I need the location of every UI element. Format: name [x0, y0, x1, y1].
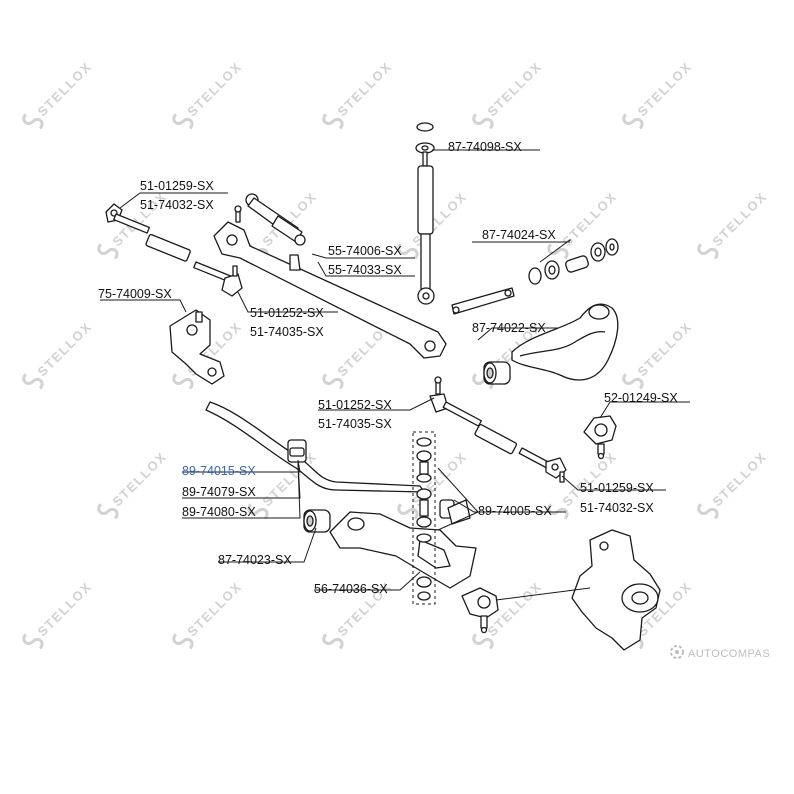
- autocompas-brand: AUTOCOMPAS: [688, 648, 771, 660]
- lower-arm-bushing: [303, 509, 331, 533]
- watermark-tile: STELLOX: [697, 449, 770, 520]
- watermark-tile: STELLOX: [697, 189, 770, 260]
- tie-rod-end-left: [105, 203, 243, 297]
- watermark-s-mark: [22, 373, 44, 390]
- watermark-tile: STELLOX: [622, 59, 695, 130]
- part-label-51-01252-top[interactable]: 51-01252-SX: [250, 306, 324, 320]
- watermark-s-mark: [547, 503, 569, 520]
- part-label-87-74022[interactable]: 87-74022-SX: [472, 321, 546, 335]
- watermark-s-mark: [397, 243, 419, 260]
- part-label-56-74036[interactable]: 56-74036-SX: [314, 582, 388, 596]
- watermark-tile: STELLOX: [172, 59, 245, 130]
- part-label-51-01252-mid[interactable]: 51-01252-SX: [318, 398, 392, 412]
- stabilizer-link-kit: [412, 431, 436, 605]
- bushing-kit: [528, 238, 619, 285]
- upper-arm-bushing: [483, 361, 511, 385]
- part-label-55-74033[interactable]: 55-74033-SX: [328, 263, 402, 277]
- watermark-tile: STELLOX: [172, 579, 245, 650]
- idler-arm: [169, 309, 225, 385]
- watermark-s-mark: [172, 113, 194, 130]
- watermark-s-mark: [22, 633, 44, 650]
- tie-rod-right: [429, 376, 567, 483]
- part-label-89-74079[interactable]: 89-74079-SX: [182, 485, 256, 499]
- watermark-text: STELLOX: [34, 319, 94, 379]
- cross-shaft: [451, 287, 515, 315]
- watermark-s-mark: [472, 113, 494, 130]
- watermark-text: STELLOX: [334, 59, 394, 119]
- watermark-text: STELLOX: [634, 319, 694, 379]
- upper-control-arm: [511, 303, 619, 381]
- watermark-s-mark: [22, 113, 44, 130]
- watermark-text: STELLOX: [184, 579, 244, 639]
- watermark-tile: STELLOX: [22, 579, 95, 650]
- part-label-51-74035-top[interactable]: 51-74035-SX: [250, 325, 324, 339]
- watermark-s-mark: [622, 113, 644, 130]
- watermark-s-mark: [697, 243, 719, 260]
- steering-knuckle: [571, 529, 661, 651]
- stabilizer-bar: [205, 401, 425, 493]
- watermark-tile: STELLOX: [22, 319, 95, 390]
- watermark-s-mark: [172, 373, 194, 390]
- watermark-s-mark: [172, 633, 194, 650]
- part-label-51-74035-mid[interactable]: 51-74035-SX: [318, 417, 392, 431]
- watermark-s-mark: [397, 503, 419, 520]
- part-label-51-74032-top[interactable]: 51-74032-SX: [140, 198, 214, 212]
- watermark-text: STELLOX: [34, 579, 94, 639]
- watermark-s-mark: [622, 373, 644, 390]
- watermark-text: STELLOX: [484, 59, 544, 119]
- watermark-tile: STELLOX: [97, 449, 170, 520]
- part-label-51-01259-top[interactable]: 51-01259-SX: [140, 179, 214, 193]
- watermark-layer: STELLOX STELLOX STELLOX STELLOX STELLOX STELL…: [22, 59, 770, 650]
- watermark-s-mark: [322, 113, 344, 130]
- watermark-s-mark: [322, 373, 344, 390]
- watermark-s-mark: [247, 503, 269, 520]
- part-label-87-74098[interactable]: 87-74098-SX: [448, 140, 522, 154]
- steering-damper: [245, 193, 306, 246]
- part-label-51-74032-bottom[interactable]: 51-74032-SX: [580, 501, 654, 515]
- upper-ball-joint: [583, 415, 617, 460]
- center-link: [213, 205, 447, 359]
- part-label-51-01259-bottom[interactable]: 51-01259-SX: [580, 481, 654, 495]
- watermark-text: STELLOX: [709, 449, 769, 509]
- part-label-89-74015[interactable]: 89-74015-SX: [182, 464, 256, 478]
- watermark-tile: STELLOX: [397, 189, 470, 260]
- part-label-52-01249[interactable]: 52-01249-SX: [604, 391, 678, 405]
- watermark-text: STELLOX: [109, 449, 169, 509]
- lower-ball-joint: [461, 587, 499, 634]
- watermark-tile: STELLOX: [472, 59, 545, 130]
- watermark-tile: STELLOX: [622, 319, 695, 390]
- part-label-87-74024[interactable]: 87-74024-SX: [482, 228, 556, 242]
- part-label-89-74005[interactable]: 89-74005-SX: [478, 504, 552, 518]
- watermark-s-mark: [322, 633, 344, 650]
- watermark-s-mark: [97, 243, 119, 260]
- watermark-s-mark: [97, 503, 119, 520]
- watermark-tile: STELLOX: [22, 59, 95, 130]
- watermark-text: STELLOX: [634, 59, 694, 119]
- watermark-s-mark: [472, 633, 494, 650]
- watermark-tile: STELLOX: [322, 59, 395, 130]
- part-label-89-74080[interactable]: 89-74080-SX: [182, 505, 256, 519]
- leader-lines: [100, 149, 690, 601]
- part-label-55-74006[interactable]: 55-74006-SX: [328, 244, 402, 258]
- watermark-text: STELLOX: [709, 189, 769, 249]
- watermark-s-mark: [697, 503, 719, 520]
- watermark-text: STELLOX: [184, 59, 244, 119]
- part-label-87-74023[interactable]: 87-74023-SX: [218, 553, 292, 567]
- watermark-s-mark: [547, 243, 569, 260]
- part-label-75-74009[interactable]: 75-74009-SX: [98, 287, 172, 301]
- watermark-text: STELLOX: [34, 59, 94, 119]
- autocompas-logo-icon: [670, 645, 684, 659]
- shock-absorber: [415, 122, 435, 305]
